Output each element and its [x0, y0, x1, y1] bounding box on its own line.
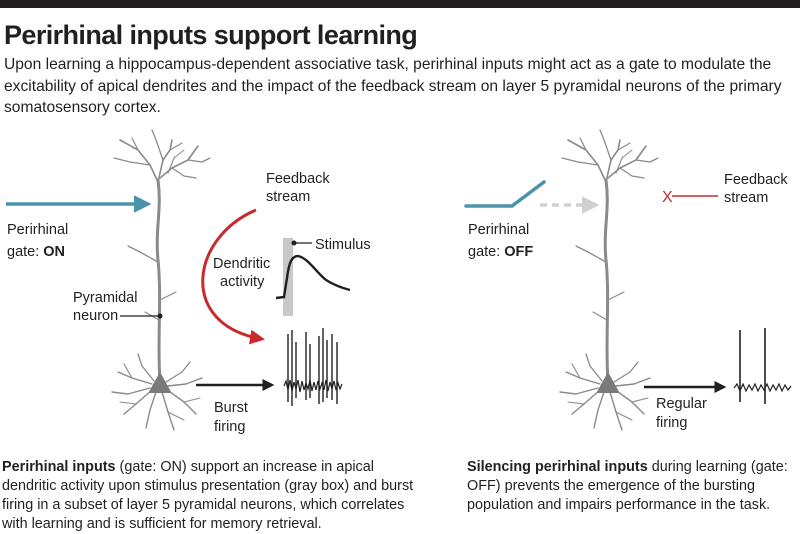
gate-label-left: gate: ON [7, 244, 65, 260]
gate-off-panel: Perirhinal gate: OFF X Feedback stream R… [464, 129, 792, 431]
gate-label-right: gate: OFF [468, 244, 533, 260]
stimulus-label: Stimulus [315, 237, 371, 253]
pyramidal-label: Pyramidal [73, 290, 137, 306]
dendritic-label-2: activity [220, 274, 265, 290]
feedback-label-left-2: stream [266, 189, 310, 205]
burst-label-2: firing [214, 419, 245, 435]
caption-right-bold: Silencing perirhinal inputs [467, 459, 648, 475]
stimulus-pointer-dot [291, 240, 297, 246]
caption-left-bold: Perirhinal inputs [2, 459, 116, 475]
pyramidal-neuron-right [559, 129, 659, 431]
feedback-label-right-2: stream [724, 190, 768, 206]
regular-firing-trace [733, 328, 792, 404]
regular-label-2: firing [656, 415, 687, 431]
regular-label: Regular [656, 396, 707, 412]
caption-gate-off: Silencing perirhinal inputs during learn… [467, 458, 797, 515]
top-rule [0, 0, 800, 8]
perirhinal-label-right: Perirhinal [468, 222, 529, 238]
burst-firing-trace [283, 328, 343, 406]
perirhinal-label-left: Perirhinal [7, 222, 68, 238]
dendritic-label: Dendritic [213, 256, 270, 272]
feedback-label-left: Feedback [266, 171, 330, 187]
dendritic-activity-trace [275, 254, 351, 300]
caption-left-text: (gate: ON) support an increase in apical… [2, 459, 414, 532]
caption-gate-on: Perirhinal inputs (gate: ON) support an … [2, 458, 422, 534]
burst-label: Burst [214, 400, 248, 416]
pyramidal-neuron-left [111, 129, 211, 431]
feedback-label-right: Feedback [724, 172, 788, 188]
caption-right-text: during learning (gate: OFF) prevents the… [467, 459, 788, 513]
pyramidal-pointer-dot [157, 313, 163, 319]
figure-title: Perirhinal inputs support learning [4, 20, 418, 50]
gate-on-panel: Perirhinal gate: ON Feedback stream Stim… [6, 129, 371, 435]
open-gate-switch [464, 180, 546, 208]
blocked-x-mark: X [662, 189, 673, 206]
feedback-stream-arrow [201, 208, 265, 345]
pyramidal-label-2: neuron [73, 308, 118, 324]
figure-subtitle: Upon learning a hippocampus-dependent as… [4, 56, 782, 116]
